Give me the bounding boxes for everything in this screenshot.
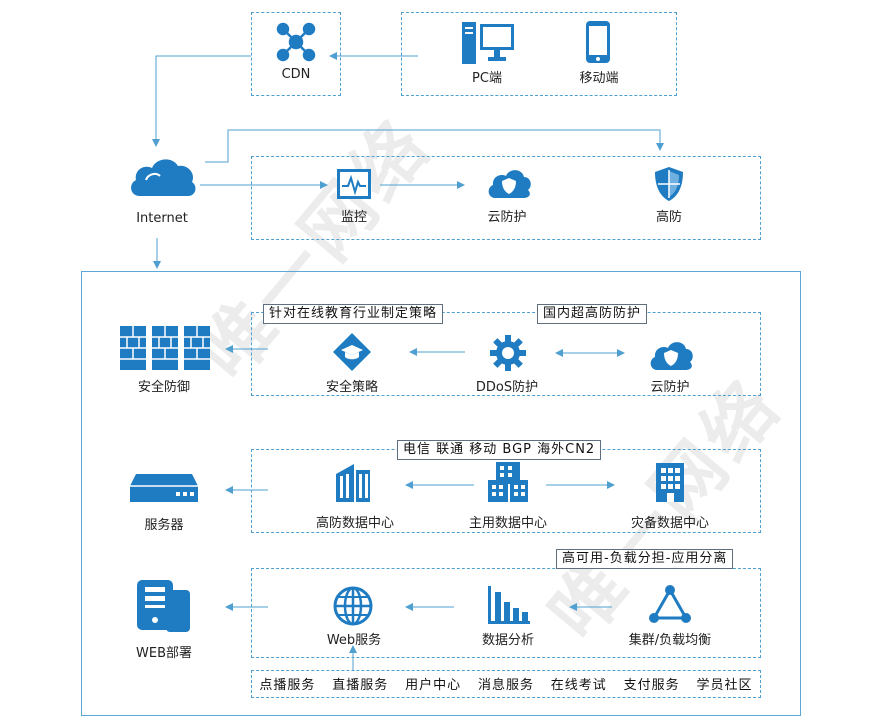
globe-icon — [333, 586, 373, 626]
building-icon — [656, 463, 684, 502]
monitor-label: 监控 — [340, 210, 368, 225]
ddos-label: DDoS防护 — [475, 380, 539, 395]
gear-icon — [490, 335, 526, 371]
pc-label: PC端 — [472, 71, 502, 86]
domestic-protect-tag: 国内超高防防护 — [537, 304, 648, 324]
service-item-payment: 支付服务 — [623, 678, 680, 693]
web-box — [251, 568, 761, 658]
architecture-frame — [81, 271, 801, 716]
bar-chart-icon — [488, 586, 530, 624]
client-box — [401, 12, 677, 96]
graduation-cap-icon — [333, 333, 371, 371]
services-box — [251, 670, 761, 698]
protection-box — [251, 156, 761, 240]
main-dc-label: 主用数据中心 — [468, 516, 548, 531]
triangle-network-icon — [649, 585, 691, 623]
analysis-label: 数据分析 — [481, 633, 535, 648]
security-box — [251, 312, 761, 396]
service-item-exam: 在线考试 — [550, 678, 607, 693]
desktop-computer-icon — [462, 22, 514, 64]
building-icon — [336, 464, 370, 502]
cloud-protect-label: 云防护 — [487, 210, 527, 225]
shield-cloud-icon — [650, 342, 693, 370]
strategy-tag: 针对在线教育行业制定策略 — [263, 304, 444, 324]
high-dc-label: 高防数据中心 — [315, 516, 395, 531]
carriers-tag: 电信 联通 移动 BGP 海外CN2 — [397, 440, 602, 460]
ha-tag: 高可用-负载分担-应用分离 — [556, 549, 734, 569]
service-item-message: 消息服务 — [477, 678, 534, 693]
cluster-label: 集群/负载均衡 — [628, 633, 712, 648]
mobile-phone-icon — [586, 21, 610, 63]
cdn-label: CDN — [281, 67, 311, 82]
service-item-vod: 点播服务 — [259, 678, 316, 693]
mobile-label: 移动端 — [579, 71, 619, 86]
service-item-community: 学员社区 — [696, 678, 753, 693]
shield-icon — [655, 167, 683, 201]
service-item-user-center: 用户中心 — [405, 678, 462, 693]
shield-cloud-icon — [488, 170, 531, 198]
network-hub-icon — [276, 22, 316, 62]
buildings-icon — [488, 462, 528, 502]
high-protect-label: 高防 — [655, 210, 683, 225]
services-list: 点播服务 直播服务 用户中心 消息服务 在线考试 支付服务 学员社区 — [251, 674, 761, 693]
service-item-live: 直播服务 — [332, 678, 389, 693]
internet-label: Internet — [136, 211, 188, 226]
server-label: 服务器 — [144, 518, 184, 533]
cdn-box — [251, 12, 341, 96]
server-icon — [130, 474, 198, 502]
monitor-icon — [337, 169, 371, 199]
strategy-label: 安全策略 — [325, 380, 379, 395]
web-service-label: Web服务 — [326, 633, 382, 648]
security-cloud-protect-label: 云防护 — [650, 380, 690, 395]
firewall-icon — [120, 326, 210, 370]
cloud-icon — [131, 159, 196, 196]
deploy-label: WEB部署 — [136, 646, 192, 661]
server-tower-icon — [137, 580, 190, 632]
backup-dc-label: 灾备数据中心 — [630, 516, 710, 531]
defense-label: 安全防御 — [137, 380, 191, 395]
